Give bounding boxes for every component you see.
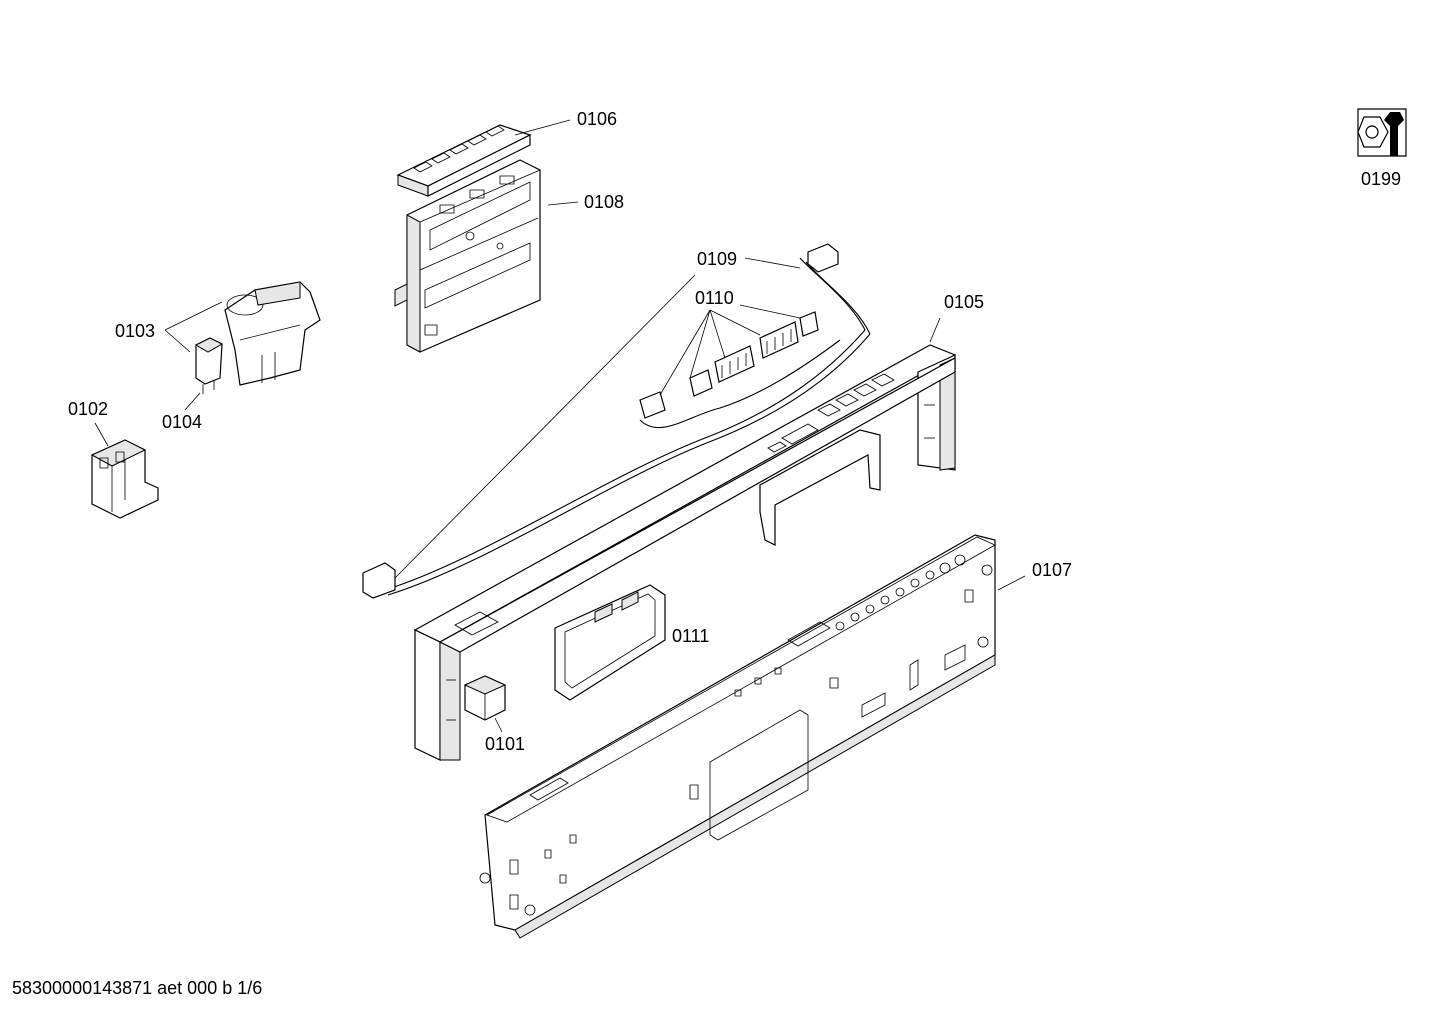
label-0109: 0109 <box>697 249 737 269</box>
part-0111-handle-recess <box>555 585 665 700</box>
part-0102-connector-block <box>92 440 158 518</box>
part-0108-control-module <box>395 160 540 352</box>
part-0104-filter-block <box>196 338 222 394</box>
part-0110-connectors <box>640 312 818 418</box>
label-0110: 0110 <box>695 288 734 308</box>
label-0199: 0199 <box>1361 169 1401 189</box>
label-0107: 0107 <box>1032 560 1072 580</box>
label-0105: 0105 <box>944 292 984 312</box>
part-0109-wire-harness <box>363 244 870 598</box>
label-0102: 0102 <box>68 399 108 419</box>
document-footer-id: 58300000143871 aet 000 b 1/6 <box>12 978 263 998</box>
label-0106: 0106 <box>577 109 617 129</box>
nut-and-wrench-icon <box>1358 109 1406 156</box>
part-0107-rear-panel <box>480 535 995 938</box>
part-0103-relay <box>225 282 320 385</box>
part-0105-fascia-frame <box>415 345 955 760</box>
label-0111: 0111 <box>672 626 709 646</box>
label-0103: 0103 <box>115 321 155 341</box>
label-0104: 0104 <box>162 412 202 432</box>
label-0101: 0101 <box>485 734 525 754</box>
part-0106-button-strip <box>398 125 530 196</box>
label-0108: 0108 <box>584 192 624 212</box>
part-0101-cube <box>465 676 505 720</box>
